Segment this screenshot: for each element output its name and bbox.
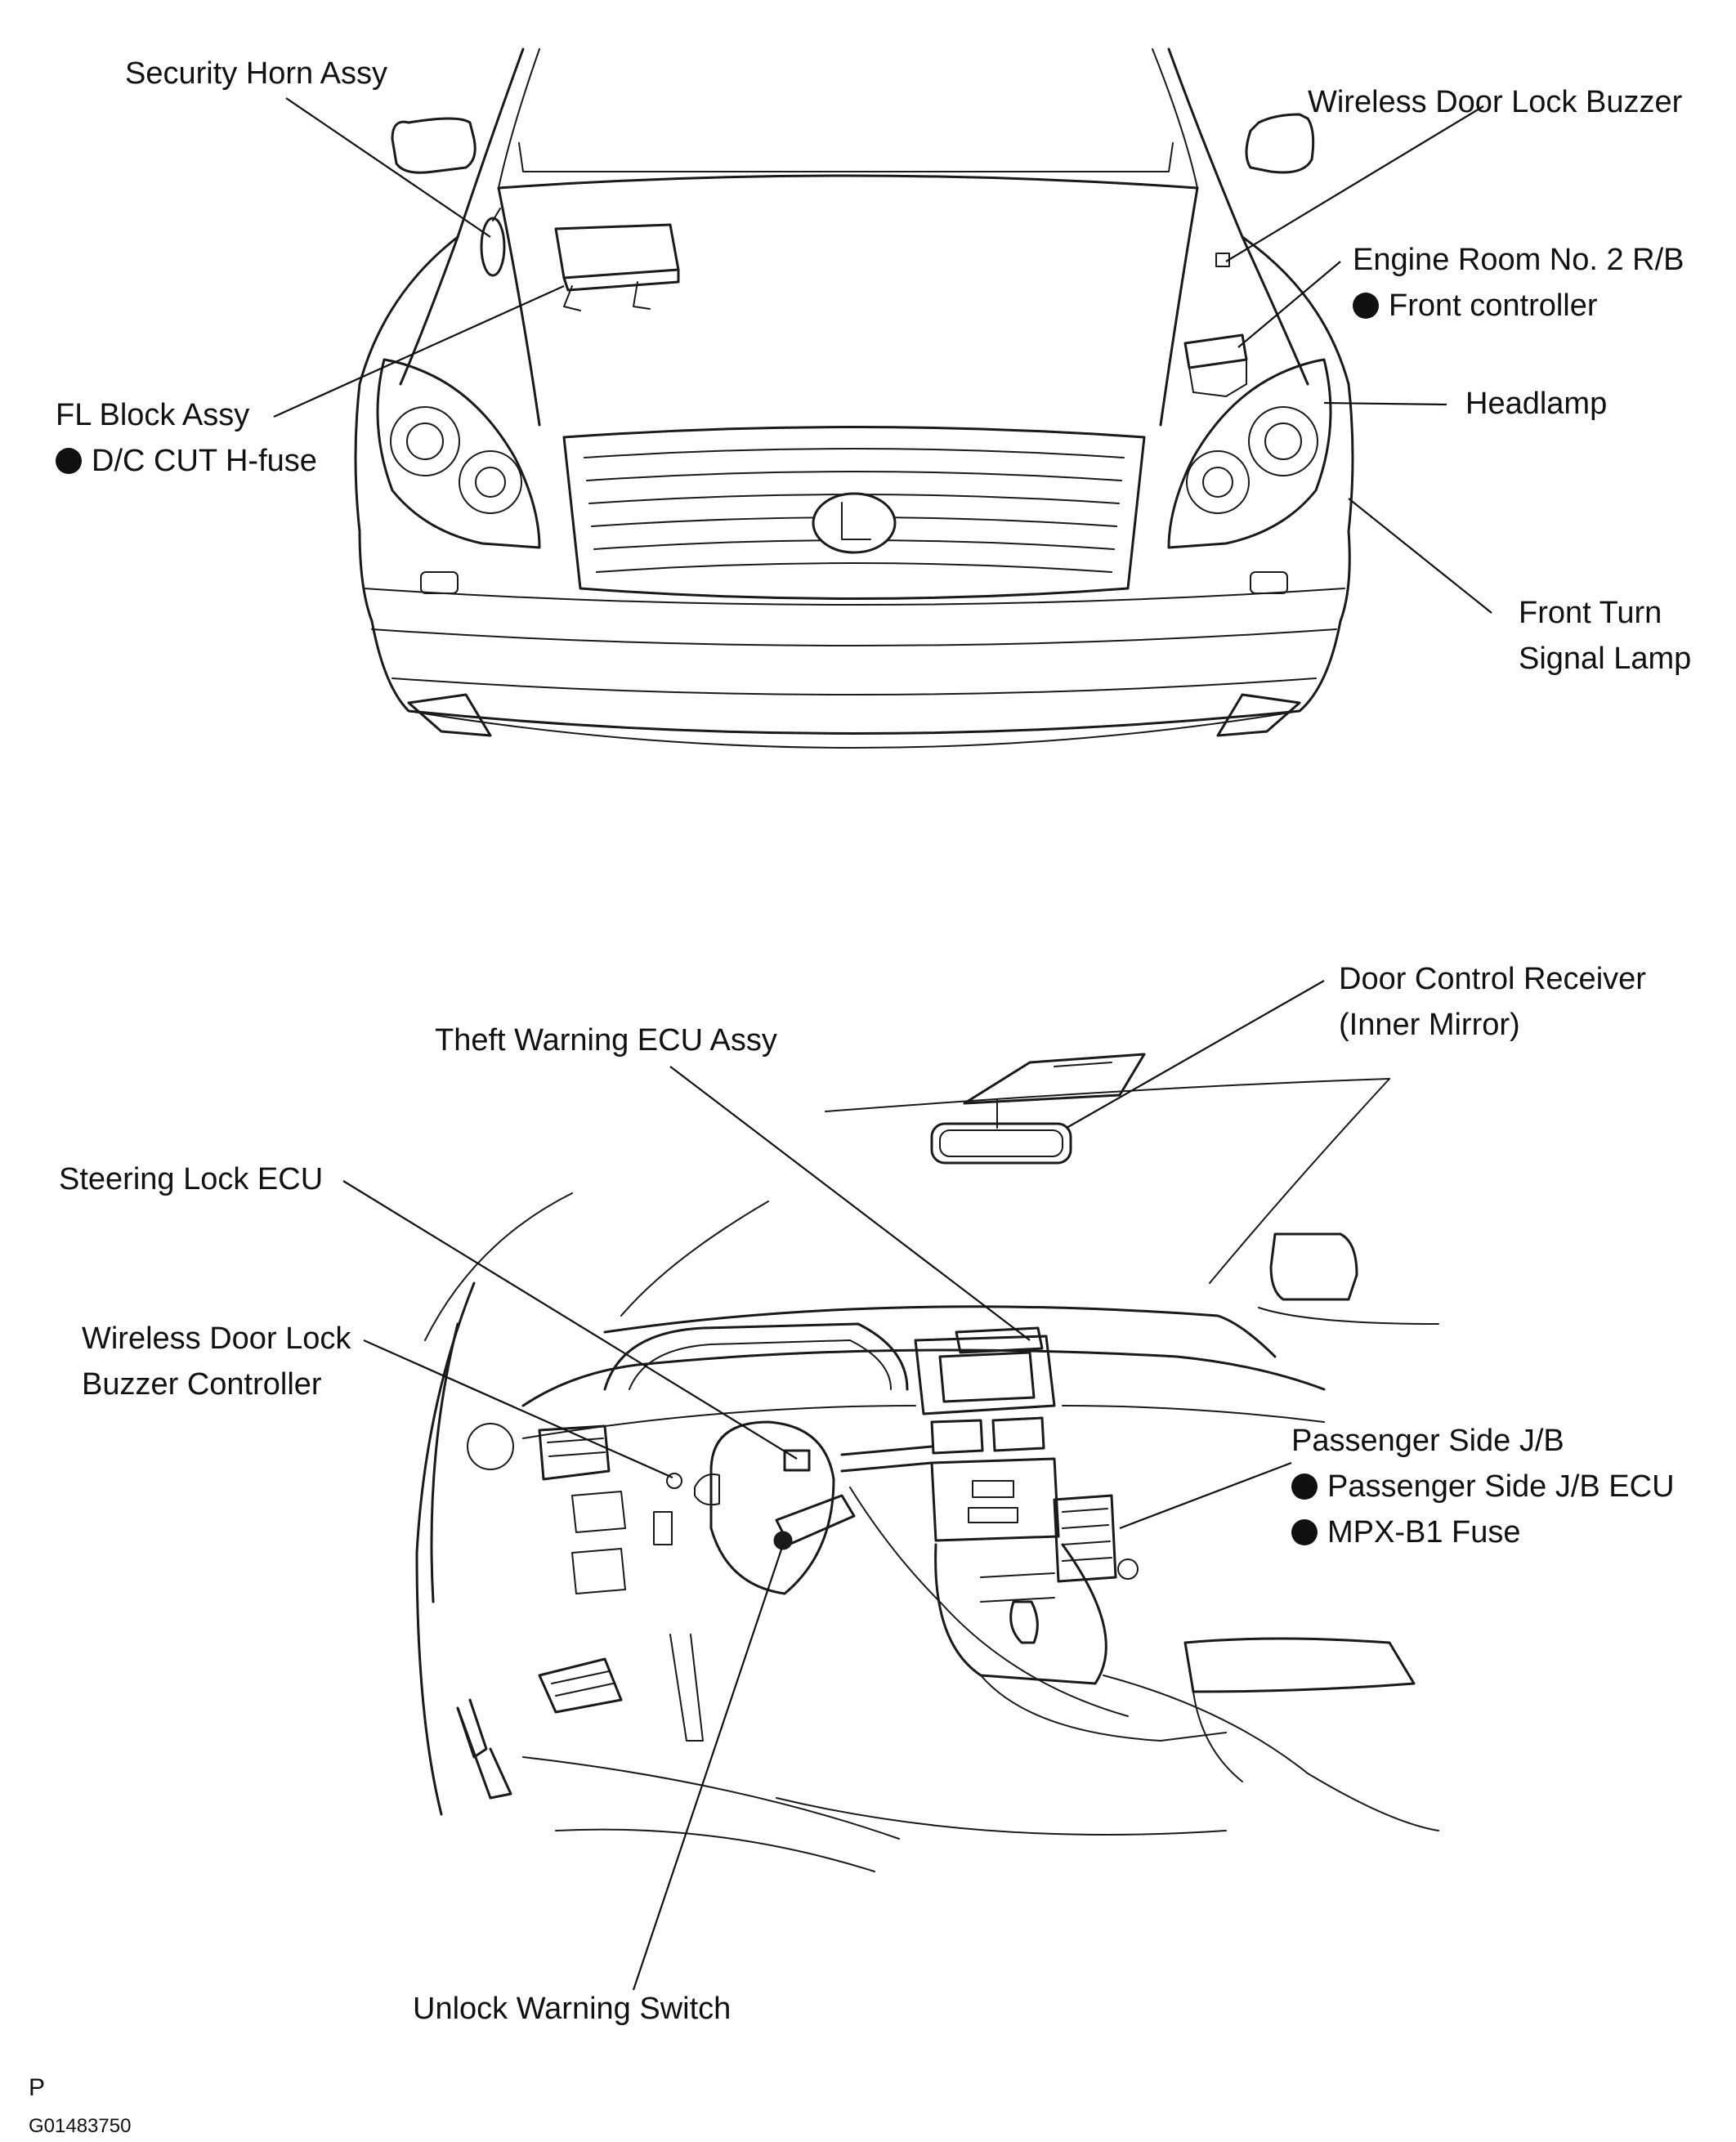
label-wireless-door-lock-buzzer-controller: Wireless Door Lock Buzzer Controller <box>82 1316 351 1407</box>
label-passenger-side-jb: Passenger Side J/B Passenger Side J/B EC… <box>1291 1418 1675 1555</box>
label-passenger-jb-ecu-line: Passenger Side J/B ECU <box>1291 1464 1675 1509</box>
label-unlock-warning-switch-text: Unlock Warning Switch <box>413 1992 732 2026</box>
label-fl-block-text: FL Block Assy <box>56 398 250 432</box>
label-front-controller-text: Front controller <box>1389 288 1598 323</box>
leader-lines-bottom <box>342 980 1325 1991</box>
bullet-icon <box>56 448 82 474</box>
label-front-controller-line: Front controller <box>1353 283 1685 329</box>
label-engine-room-rb-text: Engine Room No. 2 R/B <box>1353 243 1685 277</box>
label-front-turn-signal-lamp: Front Turn Signal Lamp <box>1519 590 1691 682</box>
label-fl-block-assy: FL Block Assy D/C CUT H-fuse <box>56 392 317 484</box>
label-front-turn-text: Front Turn <box>1519 596 1662 630</box>
label-theft-warning-ecu-text: Theft Warning ECU Assy <box>435 1023 777 1058</box>
label-security-horn-text: Security Horn Assy <box>125 56 387 91</box>
label-signal-lamp-text: Signal Lamp <box>1519 642 1692 676</box>
label-steering-lock-ecu: Steering Lock ECU <box>59 1156 323 1202</box>
label-passenger-side-jb-text: Passenger Side J/B <box>1291 1424 1564 1458</box>
label-wireless-door-lock-buzzer-text: Wireless Door Lock Buzzer <box>1308 85 1683 119</box>
label-buzzer-controller-line2: Buzzer Controller <box>82 1367 322 1402</box>
label-mpx-b1-fuse-text: MPX-B1 Fuse <box>1327 1515 1521 1549</box>
label-unlock-warning-switch: Unlock Warning Switch <box>413 1986 731 2032</box>
leader-lines-top <box>273 97 1492 614</box>
label-wireless-door-lock-buzzer: Wireless Door Lock Buzzer <box>1308 79 1682 125</box>
label-headlamp-text: Headlamp <box>1465 387 1608 421</box>
label-theft-warning-ecu: Theft Warning ECU Assy <box>435 1017 777 1063</box>
label-steering-lock-ecu-text: Steering Lock ECU <box>59 1162 324 1196</box>
label-buzzer-controller-line1: Wireless Door Lock <box>82 1321 351 1356</box>
label-engine-room-rb: Engine Room No. 2 R/B Front controller <box>1353 237 1685 329</box>
footer-code-letter: P <box>29 2074 46 2101</box>
label-security-horn-assy: Security Horn Assy <box>125 51 387 96</box>
label-headlamp: Headlamp <box>1465 381 1607 427</box>
bullet-icon <box>1353 293 1379 319</box>
label-passenger-jb-ecu-text: Passenger Side J/B ECU <box>1327 1469 1675 1504</box>
vehicle-front-view <box>354 47 1354 749</box>
label-dc-cut-fuse-text: D/C CUT H-fuse <box>92 444 317 478</box>
label-dc-cut-fuse-line: D/C CUT H-fuse <box>56 438 317 484</box>
label-door-control-receiver-text: Door Control Receiver <box>1339 962 1646 996</box>
vehicle-interior-view <box>415 1053 1439 1872</box>
label-mpx-b1-fuse-line: MPX-B1 Fuse <box>1291 1509 1675 1555</box>
label-inner-mirror-text: (Inner Mirror) <box>1339 1008 1520 1042</box>
bullet-icon <box>1291 1519 1318 1545</box>
label-door-control-receiver: Door Control Receiver (Inner Mirror) <box>1339 956 1646 1048</box>
bullet-icon <box>1291 1473 1318 1500</box>
footer-figure-id: G01483750 <box>29 2115 132 2137</box>
